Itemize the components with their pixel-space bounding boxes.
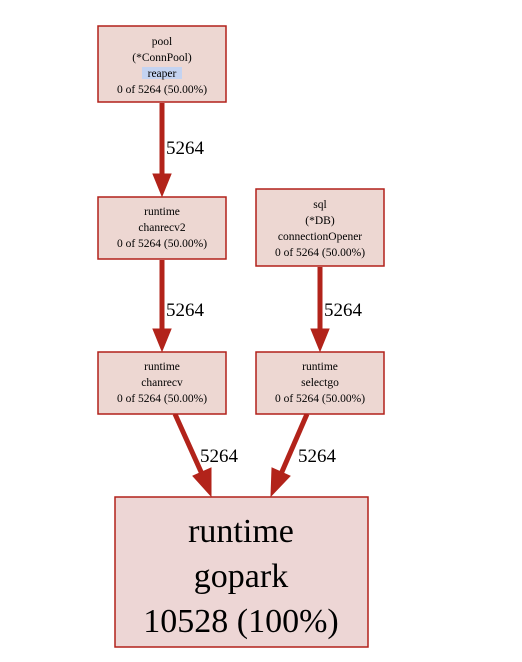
edge-line	[278, 413, 310, 475]
edge-connectionopener-selectgo: 5264	[310, 267, 363, 353]
node-function-label: selectgo	[301, 377, 339, 389]
node-package-label: runtime	[302, 361, 338, 373]
node-runtime-gopark[interactable]: runtime gopark 10528 (100%)	[114, 496, 369, 648]
edge-chanrecv2-chanrecv: 5264	[152, 260, 205, 353]
node-function-label: gopark	[194, 558, 288, 595]
edge-label: 5264	[166, 138, 205, 159]
search-highlight	[142, 67, 182, 79]
node-value-label: 0 of 5264 (50.00%)	[117, 238, 207, 250]
edge-label: 5264	[298, 446, 337, 467]
edge-label: 5264	[324, 300, 363, 321]
node-box	[97, 25, 227, 103]
node-box	[255, 351, 385, 415]
node-value-label: 10528 (100%)	[143, 603, 338, 640]
node-package-label: sql	[313, 199, 326, 211]
node-box	[255, 188, 385, 267]
node-value-label: 0 of 5264 (50.00%)	[275, 393, 365, 405]
node-package-label: runtime	[188, 513, 294, 550]
edge-chanrecv-gopark: 5264	[172, 412, 239, 498]
node-function-label: chanrecv2	[138, 222, 185, 234]
node-receiver-label: (*ConnPool)	[132, 52, 192, 64]
node-box	[114, 496, 369, 648]
node-runtime-chanrecv[interactable]: runtime chanrecv 0 of 5264 (50.00%)	[97, 351, 227, 415]
node-function-label: chanrecv	[141, 377, 183, 389]
edge-arrowhead	[310, 328, 330, 353]
node-box	[97, 351, 227, 415]
edge-label: 5264	[166, 300, 205, 321]
node-runtime-selectgo[interactable]: runtime selectgo 0 of 5264 (50.00%)	[255, 351, 385, 415]
edge-arrowhead	[270, 467, 291, 498]
node-package-label: pool	[152, 36, 172, 48]
node-runtime-chanrecv2[interactable]: runtime chanrecv2 0 of 5264 (50.00%)	[97, 196, 227, 260]
edge-arrowhead	[152, 328, 172, 353]
edge-reaper-chanrecv2: 5264	[152, 103, 205, 198]
node-function-label: connectionOpener	[278, 231, 362, 243]
edge-arrowhead	[152, 173, 172, 198]
node-pool-connpool-reaper[interactable]: pool (*ConnPool) reaper 0 of 5264 (50.00…	[97, 25, 227, 103]
edge-selectgo-gopark: 5264	[270, 413, 337, 498]
edge-arrowhead	[192, 467, 212, 498]
node-function-label: reaper	[148, 68, 177, 80]
node-receiver-label: (*DB)	[305, 215, 335, 227]
node-package-label: runtime	[144, 361, 180, 373]
node-value-label: 0 of 5264 (50.00%)	[117, 84, 207, 96]
edge-line	[172, 412, 205, 476]
edge-label: 5264	[200, 446, 239, 467]
node-box	[97, 196, 227, 260]
node-package-label: runtime	[144, 206, 180, 218]
node-value-label: 0 of 5264 (50.00%)	[275, 247, 365, 259]
node-value-label: 0 of 5264 (50.00%)	[117, 393, 207, 405]
node-sql-db-connectionopener[interactable]: sql (*DB) connectionOpener 0 of 5264 (50…	[255, 188, 385, 267]
